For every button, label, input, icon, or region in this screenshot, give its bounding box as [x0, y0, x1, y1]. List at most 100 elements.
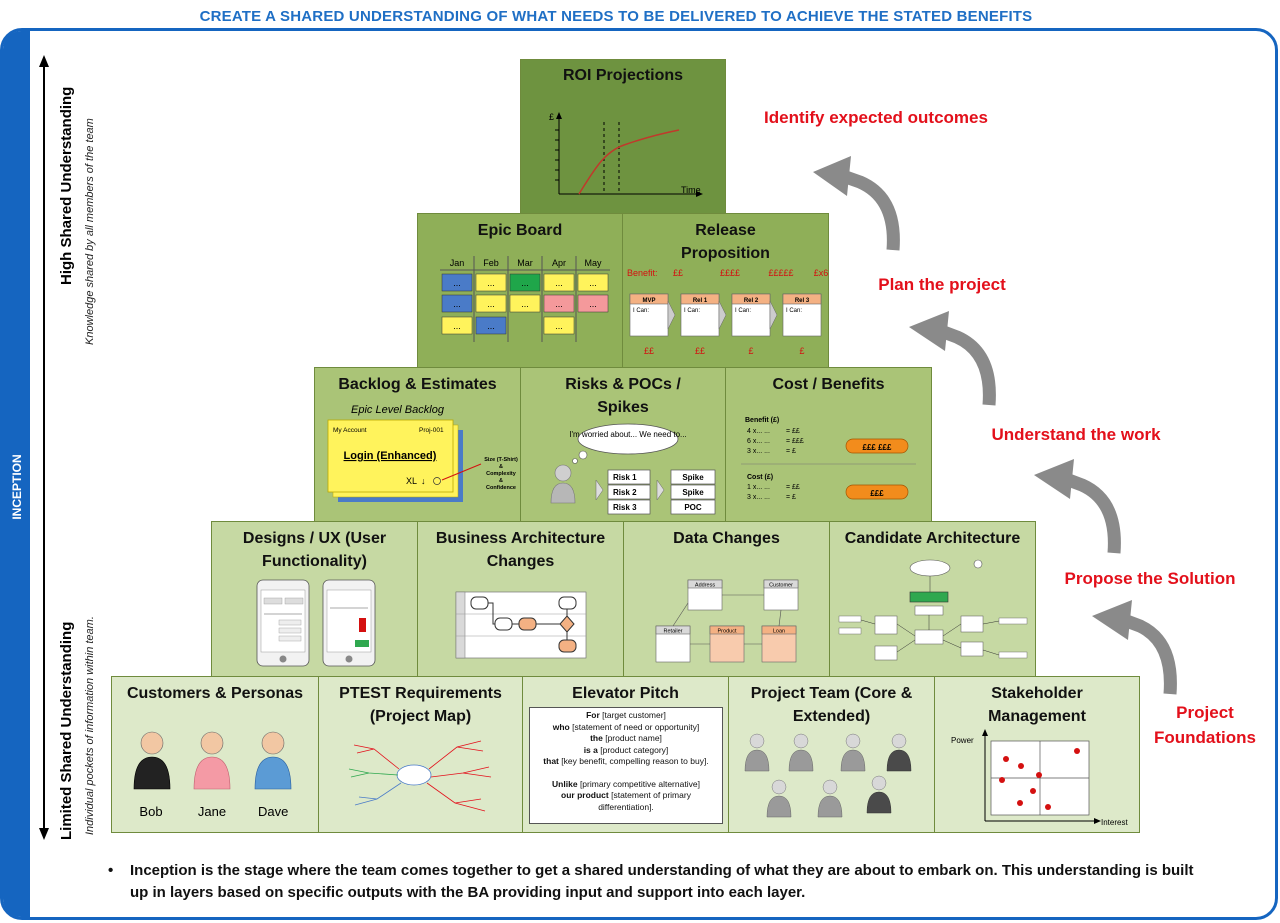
card-text: ... — [555, 321, 563, 331]
pitch-text: [primary competitive alternative] — [579, 778, 700, 789]
down-arrow-icon: ↓ — [421, 476, 426, 486]
confidence-icon — [433, 477, 441, 485]
entity-name: Product — [718, 629, 737, 635]
card-text: ... — [487, 321, 495, 331]
card-text: ... — [453, 321, 461, 331]
pitch-spacer — [530, 768, 722, 779]
pitch-keyword: Unlike — [552, 778, 578, 789]
release-rel3: Rel 3 I Can: — [782, 293, 822, 337]
pitch-text: differentiation]. — [598, 801, 654, 812]
size-note: Size (T-Shirt) — [484, 457, 518, 463]
persona-figures — [133, 731, 292, 790]
pitch-keyword: For — [586, 710, 600, 720]
size-note: & — [499, 464, 503, 470]
card-text: ... — [589, 278, 597, 288]
account-label: My Account — [333, 427, 367, 434]
backlog-subtitle: Epic Level Backlog — [351, 404, 444, 416]
cost-rel1: ££ — [695, 346, 705, 356]
roi-y-label: £ — [549, 112, 554, 122]
power-interest-grid: Power Interest — [951, 729, 1128, 827]
benefit-row-value: = £ — [786, 448, 796, 455]
pitch-line: is a [product category] — [530, 745, 722, 757]
candidate-arch-box: Candidate Architecture — [829, 521, 1036, 677]
risk-item: Risk 1 — [613, 473, 637, 482]
card-text: ... — [555, 299, 563, 309]
month-jan: Jan — [450, 258, 465, 268]
entity-diagram: Address Customer Retailer Product Loan — [655, 579, 799, 663]
benefit-rel2: £££££ — [768, 268, 793, 278]
cost-row-label: 1 x... ... — [747, 484, 770, 491]
benefit-rel1: ££££ — [720, 268, 740, 278]
release-rel2: Rel 2 I Can: — [731, 293, 778, 337]
spike-item: Spike — [682, 488, 704, 497]
team-member-icon — [817, 779, 843, 818]
pitch-line: who [statement of need or opportunity] — [530, 722, 722, 734]
cost-diagram: Benefit (£) 4 x... ... = ££ 6 x... ... =… — [741, 417, 916, 501]
release-name: Rel 3 — [795, 298, 810, 304]
story-size: XL — [406, 476, 417, 486]
cost-row-value: = ££ — [786, 484, 800, 491]
pitch-line: the [product name] — [530, 733, 722, 745]
power-axis-label: Power — [951, 736, 974, 745]
release-rel1: Rel 1 I Can: — [680, 293, 727, 337]
benefit-mvp: ££ — [673, 268, 683, 278]
benefit-label: Benefit: — [627, 268, 658, 278]
roi-chart: £ Time — [549, 112, 703, 197]
label-plan-project: Plan the project — [878, 275, 1006, 294]
benefit-total: £££ £££ — [863, 443, 892, 452]
pitch-keyword: who — [552, 721, 570, 732]
card-text: ... — [555, 278, 563, 288]
team-member-icon — [886, 733, 912, 772]
release-name: Rel 2 — [744, 298, 759, 304]
pitch-line: that [key benefit, compelling reason to … — [530, 756, 722, 768]
pitch-keyword: our product — [561, 790, 609, 800]
release-mvp: MVP I Can: — [629, 293, 676, 337]
backlog-cards: My Account Proj-001 Login (Enhanced) XL … — [327, 419, 518, 502]
epic-board-title: Epic Board — [477, 222, 563, 239]
spike-item: POC — [684, 503, 702, 512]
release-name: MVP — [642, 298, 655, 304]
personas-title: Customers & Personas — [126, 685, 304, 702]
pitch-line: differentiation]. — [530, 802, 722, 814]
persona-name: Jane — [197, 804, 227, 819]
pitch-text: [product name] — [605, 733, 662, 743]
pitch-keyword: that — [543, 756, 559, 766]
understanding-axis-arrow — [39, 55, 49, 840]
team-box: Project Team (Core & Extended) — [728, 676, 935, 833]
candidate-arch-title: Candidate Architecture — [844, 530, 1021, 547]
pitch-keyword: is a — [583, 744, 598, 755]
card-text: ... — [521, 299, 529, 309]
persona-jane-icon — [193, 731, 231, 790]
month-apr: Apr — [552, 258, 566, 268]
ptest-title: PTEST Requirements (Project Map) — [339, 685, 502, 725]
inception-text: INCEPTION — [10, 454, 24, 520]
designs-title: Designs / UX (User Functionality) — [242, 530, 387, 570]
benefit-heading: Benefit (£) — [745, 417, 779, 424]
cost-heading: Cost (£) — [747, 474, 773, 481]
inception-frame — [0, 28, 1278, 920]
release-box: Release Proposition Benefit: ££ ££££ £££… — [622, 213, 829, 368]
footer-text: Inception is the stage where the team co… — [130, 862, 1194, 901]
label-understand-work: Understand the work — [991, 425, 1161, 444]
release-title: Release Proposition — [681, 222, 770, 262]
ptest-box: PTEST Requirements (Project Map) — [318, 676, 523, 833]
pitch-line: Unlike [primary competitive alternative] — [530, 779, 722, 791]
pitch-text: [target customer] — [602, 710, 666, 720]
size-note: Complexity — [486, 471, 517, 477]
benefit-row-value: = £££ — [786, 438, 804, 445]
personas-box: Customers & Personas Bob Jane Dave — [111, 676, 319, 833]
roi-box: ROI Projections £ Time — [520, 59, 726, 215]
risks-title: Risks & POCs / Spikes — [565, 376, 681, 416]
release-can: I Can: — [786, 308, 802, 314]
team-member-icon — [744, 733, 770, 772]
person-icon — [550, 464, 576, 504]
month-mar: Mar — [517, 258, 533, 268]
card-text: ... — [521, 278, 529, 288]
entity-name: Loan — [773, 629, 785, 635]
team-figures — [744, 733, 912, 818]
spike-item: Spike — [682, 473, 704, 482]
persona-bob-icon — [133, 731, 171, 790]
team-member-icon — [866, 775, 892, 814]
entity-name: Address — [695, 583, 715, 589]
phone-mockups — [256, 579, 376, 667]
